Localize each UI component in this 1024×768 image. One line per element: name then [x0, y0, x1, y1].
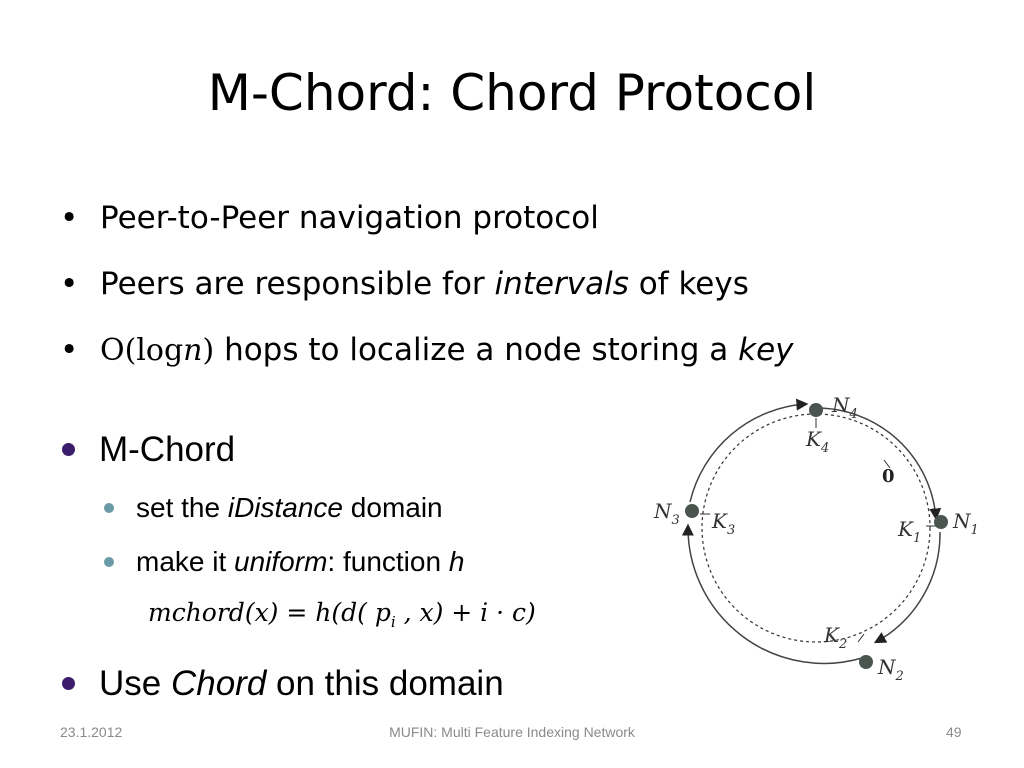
node-n1 — [934, 515, 948, 529]
subbullet-dot — [104, 556, 114, 567]
bullet-text: M-Chord — [99, 430, 236, 469]
key-label-k4: K4 — [805, 427, 829, 456]
bullet-dot — [62, 443, 75, 457]
key-label-k1: K1 — [897, 517, 921, 546]
node-n3 — [685, 504, 699, 518]
node-label-n3: N3 — [653, 499, 680, 528]
node-n4 — [809, 403, 823, 417]
bullet-text: Peer-to-Peer navigation protocol — [100, 200, 599, 236]
subbullet-uniform: make it uniform: function h — [104, 546, 464, 578]
slide-title: M-Chord: Chord Protocol — [207, 64, 817, 122]
bullet-mchord: M-Chord — [62, 430, 235, 470]
big-o-formula: O(logn) — [100, 333, 215, 368]
arc-n2-n3 — [681, 523, 863, 665]
bullet-text: O(logn) hops to localize a node storing … — [100, 332, 794, 368]
bullet-intervals: • Peers are responsible for intervals of … — [60, 266, 749, 302]
bullet-dot: • — [60, 200, 79, 236]
bullet-dot: • — [60, 266, 79, 302]
footer-date: 23.1.2012 — [60, 724, 123, 740]
key-label-k3: K3 — [711, 509, 735, 538]
node-label-n1: N1 — [952, 509, 979, 538]
arc-n1-n2 — [873, 531, 941, 644]
node-label-n2: N2 — [877, 655, 904, 684]
zero-label: 0 — [882, 466, 895, 487]
bullet-text: Peers are responsible for intervals of k… — [100, 266, 749, 302]
mchord-formula: mchord(x) = h(d( pi , x) + i · c) — [148, 598, 536, 631]
arc-n3-n4 — [689, 398, 809, 503]
footer-page-number: 49 — [946, 724, 962, 740]
footer-title: MUFIN: Multi Feature Indexing Network — [389, 724, 635, 740]
bullet-dot: • — [60, 332, 79, 368]
key-tick-k2 — [857, 633, 865, 643]
bullet-p2p: • Peer-to-Peer navigation protocol — [60, 200, 599, 236]
key-label-k2: K2 — [823, 623, 847, 652]
node-n2 — [859, 655, 873, 669]
bullet-use-chord: Use Chord on this domain — [62, 664, 504, 704]
arc-n4-n1 — [815, 407, 942, 521]
bullet-dot — [62, 677, 75, 691]
subbullet-idistance: set the iDistance domain — [104, 492, 443, 524]
bullet-hops: • O(logn) hops to localize a node storing… — [60, 332, 794, 368]
chord-ring-diagram: N4 N1 N2 N3 K4 K1 K2 K3 0 — [653, 393, 979, 684]
zero-tick — [883, 459, 891, 469]
subbullet-dot — [104, 502, 114, 513]
node-label-n4: N4 — [831, 393, 858, 422]
